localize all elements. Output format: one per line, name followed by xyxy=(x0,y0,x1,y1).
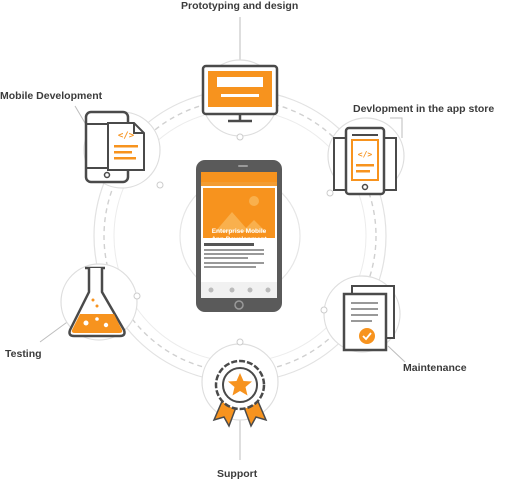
center-title-line2: App Development xyxy=(211,236,267,243)
label-maintenance: Maintenance xyxy=(403,362,467,374)
label-app-store: Devlopment in the app store xyxy=(353,103,495,115)
documents-check-icon xyxy=(342,285,395,352)
label-support: Support xyxy=(217,468,258,480)
monitor-icon xyxy=(201,64,279,123)
app-store-devices-icon: </> xyxy=(333,126,397,196)
center-title-line1: Enterprise Mobile xyxy=(211,228,267,235)
award-badge-icon xyxy=(212,359,268,428)
center-title: Enterprise Mobile App Development xyxy=(203,228,275,244)
leader-lines xyxy=(39,17,406,460)
center-phone-icon xyxy=(196,160,282,312)
svg-text:</>: </> xyxy=(358,150,373,159)
svg-text:</>: </> xyxy=(118,131,135,141)
label-mobile-development: Mobile Development xyxy=(0,90,103,102)
node-dots xyxy=(133,133,334,346)
label-testing: Testing xyxy=(5,348,42,360)
flask-icon xyxy=(68,266,126,338)
label-prototyping: Prototyping and design xyxy=(181,0,299,12)
code-phone-icon: </> xyxy=(84,110,145,184)
